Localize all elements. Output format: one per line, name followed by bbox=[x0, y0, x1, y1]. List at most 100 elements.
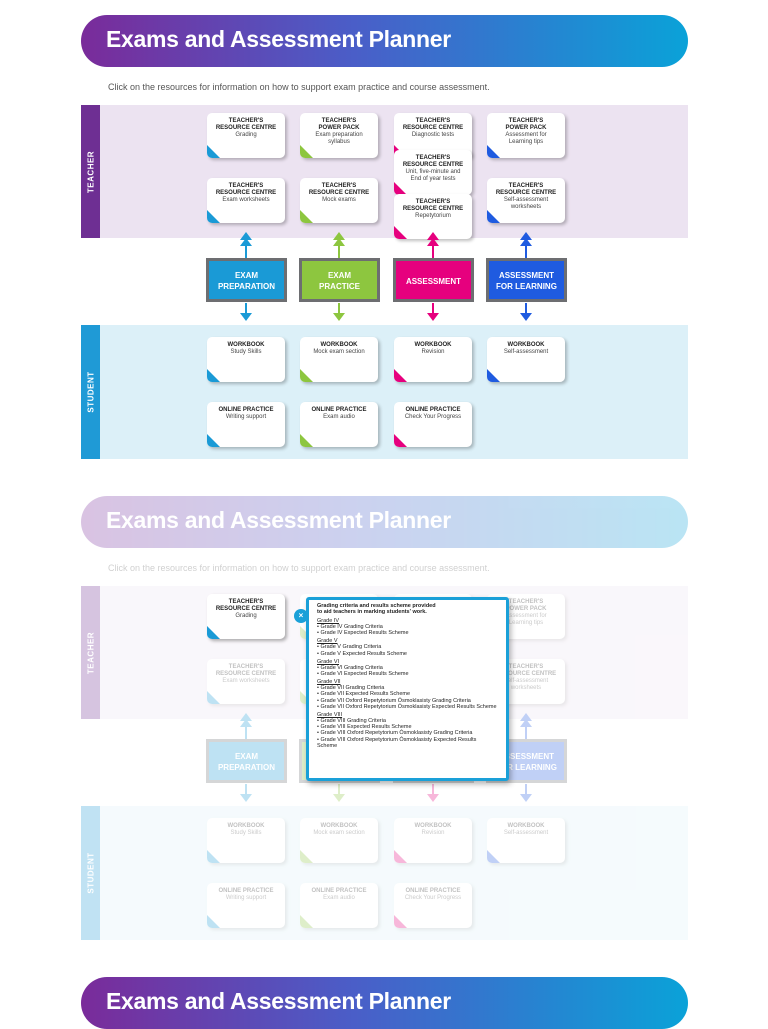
bullet: • bbox=[317, 671, 321, 678]
grade-link[interactable]: • Grade IV Expected Results Scheme bbox=[317, 630, 498, 636]
card-subtitle: Exam worksheets bbox=[222, 197, 270, 203]
card-heading: POWER PACK bbox=[505, 125, 547, 131]
card-subtitle: Grading bbox=[235, 132, 257, 138]
page-title: Exams and Assessment Planner bbox=[81, 496, 688, 548]
category-label: ASSESSMENT bbox=[498, 752, 555, 761]
arrow-down-icon bbox=[520, 313, 532, 321]
student-band bbox=[81, 325, 688, 459]
arrow-up-icon bbox=[240, 232, 252, 240]
grading-popup: Grading criteria and results scheme prov… bbox=[306, 597, 509, 781]
grade-link[interactable]: • Grade V Grading Criteria bbox=[317, 644, 498, 650]
grade-link[interactable]: • Grade VIII Grading Criteria bbox=[317, 718, 498, 724]
card-heading: WORKBOOK bbox=[414, 823, 452, 829]
grade-link[interactable]: • Grade IV Grading Criteria bbox=[317, 624, 498, 630]
card-subtitle: Check Your Progress bbox=[404, 414, 462, 420]
card-heading: ONLINE PRACTICE bbox=[311, 888, 367, 894]
category-label: EXAM bbox=[327, 271, 352, 280]
card-subtitle: Diagnostic tests bbox=[411, 132, 455, 138]
card-subtitle: Mock exam section bbox=[313, 349, 365, 355]
card-heading: TEACHER'S bbox=[415, 155, 451, 161]
card-subtitle: Self-assessment bbox=[503, 197, 549, 203]
card-heading: TEACHER'S bbox=[228, 118, 264, 124]
card-subtitle: Exam preparation bbox=[315, 132, 363, 138]
grade-link-list: • Grade V Grading Criteria• Grade V Expe… bbox=[317, 644, 498, 656]
arrow-up-icon bbox=[240, 713, 252, 721]
card-heading: WORKBOOK bbox=[414, 342, 452, 348]
card-heading: POWER PACK bbox=[318, 125, 360, 131]
grade-link[interactable]: • Grade VIII Oxford Repetytorium Ósmokla… bbox=[317, 737, 498, 749]
bullet: • bbox=[317, 664, 321, 671]
bullet: • bbox=[317, 730, 321, 737]
instruction-text: Click on the resources for information o… bbox=[108, 563, 490, 573]
card-heading: TEACHER'S bbox=[508, 183, 544, 189]
corner-marker-icon bbox=[487, 850, 500, 863]
arrow-up-icon bbox=[520, 713, 532, 721]
card-subtitle: Unit, five-minute and bbox=[405, 169, 461, 175]
grade-heading: Grade VI bbox=[317, 658, 340, 665]
grade-link[interactable]: • Grade V Expected Results Scheme bbox=[317, 651, 498, 657]
grade-link-text: Grade VIII Expected Results Scheme bbox=[320, 724, 412, 731]
grade-link[interactable]: • Grade VIII Oxford Repetytorium Ósmokla… bbox=[317, 730, 498, 736]
arrow-stem bbox=[245, 725, 247, 741]
arrow-stem bbox=[245, 303, 247, 313]
grade-link[interactable]: • Grade VII Oxford Repetytorium Ósmoklas… bbox=[317, 704, 498, 710]
category-box[interactable]: ASSESSMENT bbox=[393, 258, 474, 302]
corner-marker-icon bbox=[487, 210, 500, 223]
grade-link[interactable]: • Grade VII Grading Criteria bbox=[317, 685, 498, 691]
card-heading: TEACHER'S bbox=[508, 664, 544, 670]
card-subtitle: Assessment for bbox=[505, 132, 547, 138]
corner-marker-icon bbox=[394, 369, 407, 382]
card-subtitle: Mock exam section bbox=[313, 830, 365, 836]
grade-link[interactable]: • Grade VI Grading Criteria bbox=[317, 665, 498, 671]
card-heading: TEACHER'S bbox=[415, 118, 451, 124]
arrow-down-icon bbox=[520, 794, 532, 802]
arrow-up-icon bbox=[333, 232, 345, 240]
close-icon[interactable]: × bbox=[294, 609, 308, 623]
grade-link[interactable]: • Grade VII Expected Results Scheme bbox=[317, 691, 498, 697]
card-subtitle: Writing support bbox=[225, 895, 267, 901]
card-subtitle: worksheets bbox=[510, 685, 542, 691]
card-heading: WORKBOOK bbox=[227, 823, 265, 829]
page-title: Exams and Assessment Planner bbox=[81, 15, 688, 67]
card-heading: ONLINE PRACTICE bbox=[405, 407, 461, 413]
category-label: PREPARATION bbox=[217, 763, 276, 772]
corner-marker-icon bbox=[394, 182, 407, 195]
grade-link[interactable]: • Grade VI Expected Results Scheme bbox=[317, 671, 498, 677]
corner-marker-icon bbox=[207, 915, 220, 928]
grade-link[interactable]: • Grade VII Oxford Repetytorium Ósmoklas… bbox=[317, 698, 498, 704]
card-heading: TEACHER'S bbox=[228, 183, 264, 189]
grade-link[interactable]: • Grade VIII Expected Results Scheme bbox=[317, 724, 498, 730]
card-subtitle: Exam worksheets bbox=[222, 678, 270, 684]
instruction-text: Click on the resources for information o… bbox=[108, 82, 490, 92]
bullet: • bbox=[317, 691, 321, 698]
